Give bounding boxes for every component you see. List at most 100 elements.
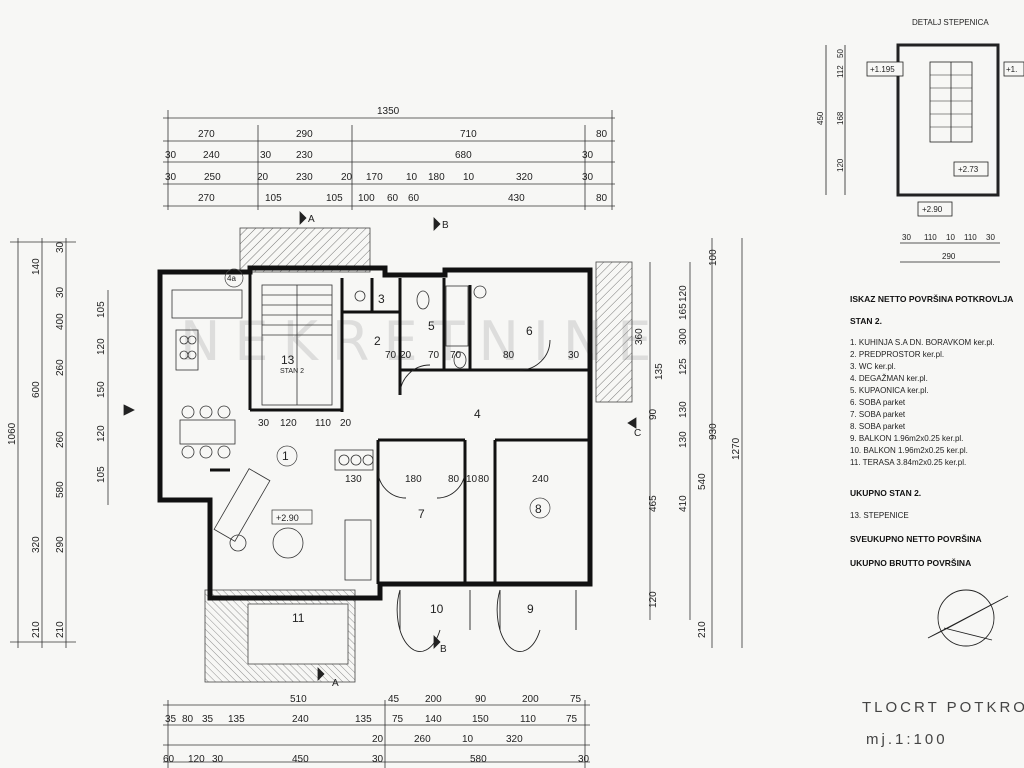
dim-left-col3: 105 120 150 120 105 (96, 301, 107, 483)
svg-text:45: 45 (388, 694, 400, 705)
room-number-8: 8 (535, 502, 542, 516)
svg-text:230: 230 (296, 172, 313, 183)
room-number-6: 6 (526, 324, 533, 338)
stair-level-mid: +2.73 (958, 165, 979, 174)
dim-right-col1: 100 930 (708, 249, 719, 440)
svg-text:210: 210 (31, 621, 42, 638)
dim-top-row3: 30 250 20 230 20 170 10 180 10 320 30 (165, 172, 594, 183)
svg-text:260: 260 (55, 431, 66, 448)
svg-text:70: 70 (450, 350, 462, 361)
svg-text:165: 165 (678, 303, 689, 320)
svg-text:30: 30 (582, 150, 594, 161)
svg-text:30: 30 (55, 286, 66, 298)
svg-text:130: 130 (678, 401, 689, 418)
svg-text:80: 80 (448, 474, 460, 485)
svg-text:30: 30 (578, 754, 590, 765)
room-numbers: 1 2 3 4 5 6 7 8 9 10 11 13 (281, 292, 542, 625)
legend-item: 2. PREDPROSTOR ker.pl. (850, 350, 944, 359)
svg-text:135: 135 (654, 363, 665, 380)
area-legend: ISKAZ NETTO POVRŠINA POTKROVLJA STAN 2. … (850, 293, 1013, 568)
svg-text:75: 75 (566, 714, 578, 725)
watermark-text: NEKRETNINE (180, 310, 665, 373)
svg-text:180: 180 (428, 172, 445, 183)
room-number-13: 13 (281, 353, 295, 367)
svg-text:240: 240 (203, 150, 220, 161)
svg-text:120: 120 (678, 285, 689, 302)
svg-text:120: 120 (96, 425, 107, 442)
svg-text:120: 120 (188, 754, 205, 765)
room-circles (276, 445, 551, 519)
section-markers (123, 211, 637, 681)
svg-text:930: 930 (708, 423, 719, 440)
legend-item: 7. SOBA parket (850, 410, 906, 419)
svg-text:90: 90 (648, 408, 659, 420)
legend-item: 10. BALKON 1.96m2x0.25 ker.pl. (850, 446, 968, 455)
svg-text:50: 50 (836, 49, 845, 58)
room-number-7: 7 (418, 507, 425, 521)
svg-text:30: 30 (212, 754, 224, 765)
svg-text:400: 400 (55, 313, 66, 330)
legend-sveukupno: SVEUKUPNO NETTO POVRŠINA (850, 533, 982, 544)
svg-text:100: 100 (358, 193, 375, 204)
svg-text:60: 60 (408, 193, 420, 204)
svg-text:290: 290 (55, 536, 66, 553)
legend-item: 6. SOBA parket (850, 398, 906, 407)
svg-text:300: 300 (678, 328, 689, 345)
svg-text:20: 20 (372, 734, 384, 745)
svg-text:30: 30 (582, 172, 594, 183)
svg-text:90: 90 (475, 694, 487, 705)
svg-text:270: 270 (198, 193, 215, 204)
exterior-walls (157, 265, 593, 601)
left-dimension-lines (10, 238, 109, 648)
svg-text:10: 10 (462, 734, 474, 745)
svg-text:260: 260 (414, 734, 431, 745)
svg-text:30: 30 (260, 150, 272, 161)
bottom-dimension-lines (163, 700, 590, 768)
svg-text:110: 110 (964, 233, 977, 242)
dim-top-row2: 30 240 30 230 680 30 (165, 150, 594, 161)
section-b-bottom: B (440, 644, 447, 655)
svg-text:105: 105 (326, 193, 343, 204)
svg-text:10: 10 (463, 172, 475, 183)
legend-ukupno-brutto: UKUPNO BRUTTO POVRŠINA (850, 557, 971, 568)
svg-text:30: 30 (372, 754, 384, 765)
svg-text:180: 180 (405, 474, 422, 485)
svg-text:200: 200 (522, 694, 539, 705)
svg-text:70: 70 (385, 350, 397, 361)
north-arrow-icon (927, 589, 1009, 647)
stair-detail-dims: 450 112 168 120 50 30 110 10 110 30 290 (816, 49, 995, 261)
legend-item: 9. BALKON 1.96m2x0.25 ker.pl. (850, 434, 963, 443)
svg-text:170: 170 (366, 172, 383, 183)
top-dimension-lines (163, 110, 615, 210)
svg-text:1270: 1270 (731, 437, 742, 460)
svg-text:30: 30 (165, 172, 177, 183)
section-a-bottom: A (332, 678, 339, 689)
svg-text:30: 30 (986, 233, 995, 242)
svg-text:320: 320 (506, 734, 523, 745)
svg-text:80: 80 (478, 474, 490, 485)
svg-text:230: 230 (296, 150, 313, 161)
drawing-scale: mj.1:100 (866, 731, 948, 748)
svg-text:20: 20 (257, 172, 269, 183)
stair-detail-title: DETALJ STEPENICA (912, 18, 989, 27)
interior-walls (210, 272, 590, 584)
svg-text:580: 580 (55, 481, 66, 498)
section-a-top: A (308, 214, 315, 225)
svg-text:210: 210 (55, 621, 66, 638)
dim-top-row4: 270 105 105 100 60 60 430 80 (198, 193, 608, 204)
svg-text:290: 290 (942, 252, 956, 261)
legend-item: 3. WC ker.pl. (850, 362, 896, 371)
bathroom-fixtures (354, 285, 487, 369)
kitchen-fixtures (171, 289, 374, 471)
svg-text:30: 30 (258, 418, 270, 429)
svg-text:75: 75 (570, 694, 582, 705)
legend-item: 5. KUPAONICA ker.pl. (850, 386, 929, 395)
svg-text:120: 120 (648, 591, 659, 608)
svg-text:450: 450 (816, 111, 825, 125)
dim-top-row1: 270 290 710 80 (198, 129, 608, 140)
svg-text:540: 540 (697, 473, 708, 490)
svg-text:110: 110 (520, 714, 536, 725)
dim-right-col2: 360 90 465 120 (634, 328, 659, 608)
dim-left-col2: 30 400 260 260 580 290 210 30 (55, 241, 66, 638)
svg-text:20: 20 (400, 350, 412, 361)
